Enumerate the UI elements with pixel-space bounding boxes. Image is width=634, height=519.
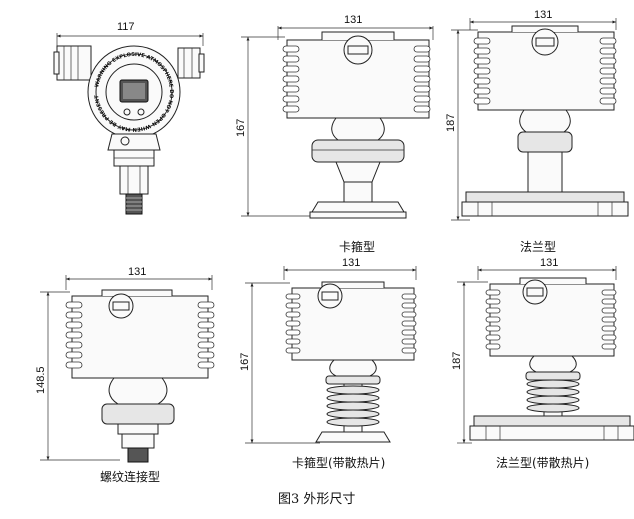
figure-caption: 图3 外形尺寸 — [278, 492, 355, 507]
dim-131-thread: 131 — [128, 266, 146, 278]
flange-view: 131 187 — [445, 9, 629, 254]
thread-view: 131 148.5 螺纹 — [35, 266, 215, 484]
clamp-view: 131 167 — [235, 14, 434, 254]
dim-148-5: 148.5 — [35, 366, 47, 394]
dim-187: 187 — [445, 114, 457, 132]
dim-131-flange: 131 — [534, 9, 552, 21]
caption-clamp-hs: 卡箍型(带散热片) — [292, 455, 385, 470]
caption-flange-hs: 法兰型(带散热片) — [496, 455, 589, 470]
clamp-heatsink-view: 131 167 — [239, 257, 417, 470]
front-view: 117 WARNING EXPLOSIVE ATMOSPHERE DO NOT … — [53, 21, 205, 215]
caption-flange: 法兰型 — [520, 240, 556, 254]
dim-117: 117 — [117, 21, 135, 33]
caption-clamp: 卡箍型 — [339, 239, 375, 254]
dim-131-flange-hs: 131 — [540, 257, 558, 269]
flange-heatsink-view: 131 187 — [451, 257, 634, 470]
dim-187-flange-hs: 187 — [451, 352, 463, 370]
dim-131: 131 — [344, 14, 362, 26]
dim-167: 167 — [235, 119, 247, 137]
dim-131-clamp-hs: 131 — [342, 257, 360, 269]
dim-167-clamp-hs: 167 — [239, 353, 251, 371]
caption-thread: 螺纹连接型 — [100, 469, 160, 484]
